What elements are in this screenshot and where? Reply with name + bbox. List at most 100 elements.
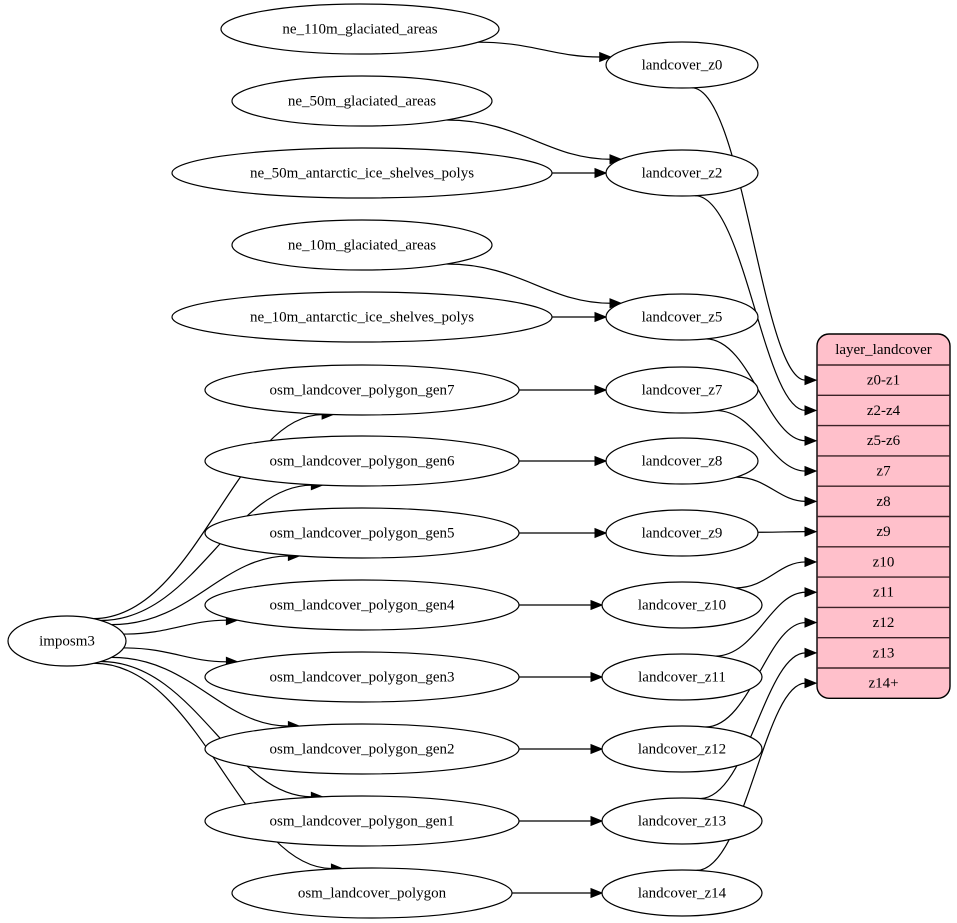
node-label: ne_10m_glaciated_areas	[288, 237, 436, 253]
table-row[interactable]: z7	[817, 456, 950, 486]
table-row[interactable]: z14+	[817, 668, 950, 698]
node-landcover_z5[interactable]: landcover_z5	[605, 293, 759, 341]
table-row[interactable]: z8	[817, 486, 950, 516]
node-landcover_z7[interactable]: landcover_z7	[605, 366, 759, 414]
edge-landcover_z11-to-layer_landcover_row_7	[715, 591, 806, 657]
table-row[interactable]: z11	[817, 577, 950, 607]
node-ellipse[interactable]	[605, 366, 759, 414]
node-landcover_z2[interactable]: landcover_z2	[605, 149, 759, 197]
node-ne_50m_antarctic_ice_shelves_polys[interactable]: ne_50m_antarctic_ice_shelves_polys	[171, 147, 553, 199]
node-label: landcover_z9	[642, 525, 723, 541]
table-row[interactable]: z9	[817, 517, 950, 547]
node-ellipse[interactable]	[204, 579, 520, 631]
edge-imposm3-to-osm_landcover_polygon_gen7	[93, 413, 323, 620]
node-ellipse[interactable]	[204, 795, 520, 847]
node-osm_landcover_polygon_gen7[interactable]: osm_landcover_polygon_gen7	[204, 364, 520, 416]
node-ellipse[interactable]	[601, 653, 763, 701]
node-ellipse[interactable]	[204, 364, 520, 416]
node-ne_10m_antarctic_ice_shelves_polys[interactable]: ne_10m_antarctic_ice_shelves_polys	[171, 291, 553, 343]
node-ellipse[interactable]	[605, 293, 759, 341]
node-landcover_z14[interactable]: landcover_z14	[601, 869, 763, 917]
node-osm_landcover_polygon[interactable]: osm_landcover_polygon	[231, 867, 513, 919]
node-ellipse[interactable]	[7, 615, 127, 667]
node-ellipse[interactable]	[601, 725, 763, 773]
arrowhead-icon	[590, 887, 604, 899]
arrowhead-icon	[804, 556, 818, 568]
node-ellipse[interactable]	[231, 219, 493, 271]
table-row[interactable]: z0-z1	[817, 365, 950, 395]
node-ellipse[interactable]	[605, 41, 759, 89]
node-osm_landcover_polygon_gen6[interactable]: osm_landcover_polygon_gen6	[204, 435, 520, 487]
node-ellipse[interactable]	[605, 509, 759, 557]
node-ellipse[interactable]	[601, 581, 763, 629]
node-label: landcover_z5	[642, 309, 723, 325]
table-row-label: z7	[876, 463, 891, 479]
node-ellipse[interactable]	[204, 507, 520, 559]
table-row-label: z5-z6	[867, 433, 901, 449]
node-osm_landcover_polygon_gen1[interactable]: osm_landcover_polygon_gen1	[204, 795, 520, 847]
edge-ne_10m_glaciated_areas-to-landcover_z5	[446, 263, 611, 304]
node-landcover_z11[interactable]: landcover_z11	[601, 653, 763, 701]
table-row[interactable]: z12	[817, 607, 950, 637]
node-label: landcover_z2	[642, 165, 723, 181]
arrowhead-icon	[590, 815, 604, 827]
node-ellipse[interactable]	[605, 149, 759, 197]
node-ne_110m_glaciated_areas[interactable]: ne_110m_glaciated_areas	[220, 3, 500, 55]
node-landcover_z12[interactable]: landcover_z12	[601, 725, 763, 773]
node-label: landcover_z0	[642, 57, 723, 73]
table-row-label: z9	[876, 524, 890, 540]
node-ellipse[interactable]	[601, 869, 763, 917]
arrowhead-icon	[804, 587, 818, 598]
edge-landcover_z13-to-layer_landcover_row_9	[699, 652, 806, 800]
node-ellipse[interactable]	[601, 797, 763, 845]
node-landcover_z13[interactable]: landcover_z13	[601, 797, 763, 845]
node-landcover_z0[interactable]: landcover_z0	[605, 41, 759, 89]
node-label: osm_landcover_polygon_gen2	[270, 741, 455, 757]
arrowhead-icon	[804, 617, 818, 628]
node-landcover_z8[interactable]: landcover_z8	[605, 437, 759, 485]
node-osm_landcover_polygon_gen4[interactable]: osm_landcover_polygon_gen4	[204, 579, 520, 631]
node-imposm3[interactable]: imposm3	[7, 615, 127, 667]
table-row-label: z14+	[868, 676, 898, 692]
node-ellipse[interactable]	[204, 723, 520, 775]
node-ne_10m_glaciated_areas[interactable]: ne_10m_glaciated_areas	[231, 219, 493, 271]
edge-imposm3-to-osm_landcover_polygon_gen6	[100, 484, 312, 622]
arrowhead-icon	[590, 743, 604, 755]
arrowhead-icon	[594, 311, 608, 323]
node-label: landcover_z14	[638, 885, 727, 901]
node-landcover_z9[interactable]: landcover_z9	[605, 509, 759, 557]
layer-landcover-table: layer_landcoverz0-z1z2-z4z5-z6z7z8z9z10z…	[816, 333, 951, 699]
node-ellipse[interactable]	[231, 867, 513, 919]
node-osm_landcover_polygon_gen2[interactable]: osm_landcover_polygon_gen2	[204, 723, 520, 775]
table-row[interactable]: z13	[817, 638, 950, 668]
table-row[interactable]: z2-z4	[817, 395, 950, 425]
table-row[interactable]: z10	[817, 547, 950, 577]
node-ne_50m_glaciated_areas[interactable]: ne_50m_glaciated_areas	[231, 75, 493, 127]
node-ellipse[interactable]	[231, 75, 493, 127]
node-ellipse[interactable]	[171, 291, 553, 343]
node-label: landcover_z13	[638, 813, 726, 829]
node-ellipse[interactable]	[204, 435, 520, 487]
node-label: osm_landcover_polygon_gen6	[270, 453, 455, 469]
table-row-label: z11	[873, 585, 894, 601]
arrowhead-icon	[594, 384, 608, 396]
node-label: osm_landcover_polygon	[298, 885, 447, 901]
node-landcover_z10[interactable]: landcover_z10	[601, 581, 763, 629]
node-ellipse[interactable]	[220, 3, 500, 55]
node-label: imposm3	[39, 633, 95, 649]
edge-ne_110m_glaciated_areas-to-landcover_z0	[478, 41, 601, 58]
node-label: landcover_z10	[638, 597, 726, 613]
edge-imposm3-to-osm_landcover_polygon_gen2	[111, 656, 289, 727]
table-row[interactable]: z5-z6	[817, 426, 950, 456]
edge-imposm3-to-osm_landcover_polygon_gen3	[123, 647, 227, 663]
edge-imposm3-to-osm_landcover_polygon	[93, 662, 332, 870]
node-label: landcover_z8	[642, 453, 723, 469]
arrowhead-icon	[804, 678, 818, 689]
node-ellipse[interactable]	[171, 147, 553, 199]
node-osm_landcover_polygon_gen3[interactable]: osm_landcover_polygon_gen3	[204, 651, 520, 703]
node-ellipse[interactable]	[204, 651, 520, 703]
node-ellipse[interactable]	[605, 437, 759, 485]
node-osm_landcover_polygon_gen5[interactable]: osm_landcover_polygon_gen5	[204, 507, 520, 559]
arrowhead-icon	[594, 455, 608, 467]
